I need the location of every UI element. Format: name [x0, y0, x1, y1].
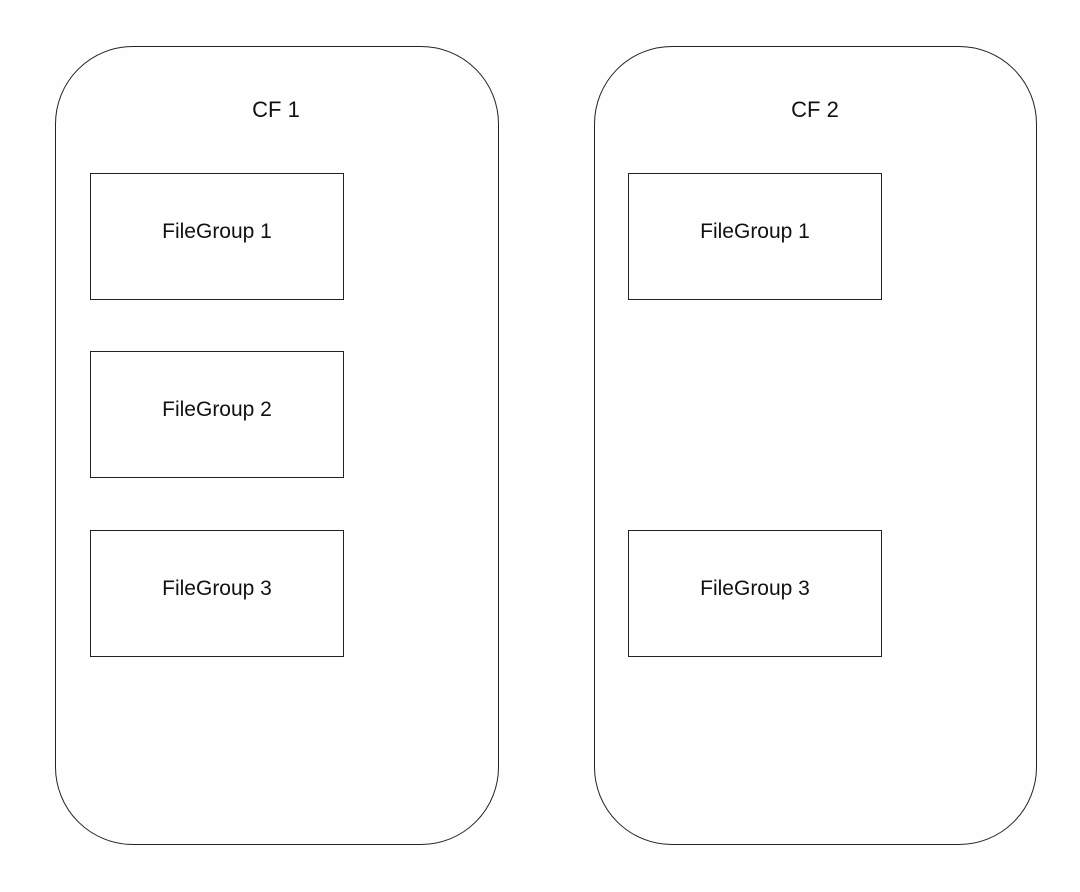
column-family-container-2 [594, 46, 1037, 845]
cf1-filegroup-2-box: FileGroup 2 [90, 351, 344, 478]
cf2-filegroup-3-label: FileGroup 3 [700, 576, 810, 600]
column-family-title-1: CF 1 [252, 97, 300, 122]
cf2-filegroup-1-label: FileGroup 1 [700, 219, 810, 243]
cf2-filegroup-1-box: FileGroup 1 [628, 173, 882, 300]
cf1-filegroup-1-label: FileGroup 1 [162, 219, 272, 243]
cf1-filegroup-3-box: FileGroup 3 [90, 530, 344, 657]
cf1-filegroup-2-label: FileGroup 2 [162, 397, 272, 421]
cf2-filegroup-3-box: FileGroup 3 [628, 530, 882, 657]
column-family-title-2: CF 2 [791, 97, 839, 122]
column-family-container-1 [55, 46, 499, 845]
cf1-filegroup-3-label: FileGroup 3 [162, 576, 272, 600]
cf1-filegroup-1-box: FileGroup 1 [90, 173, 344, 300]
